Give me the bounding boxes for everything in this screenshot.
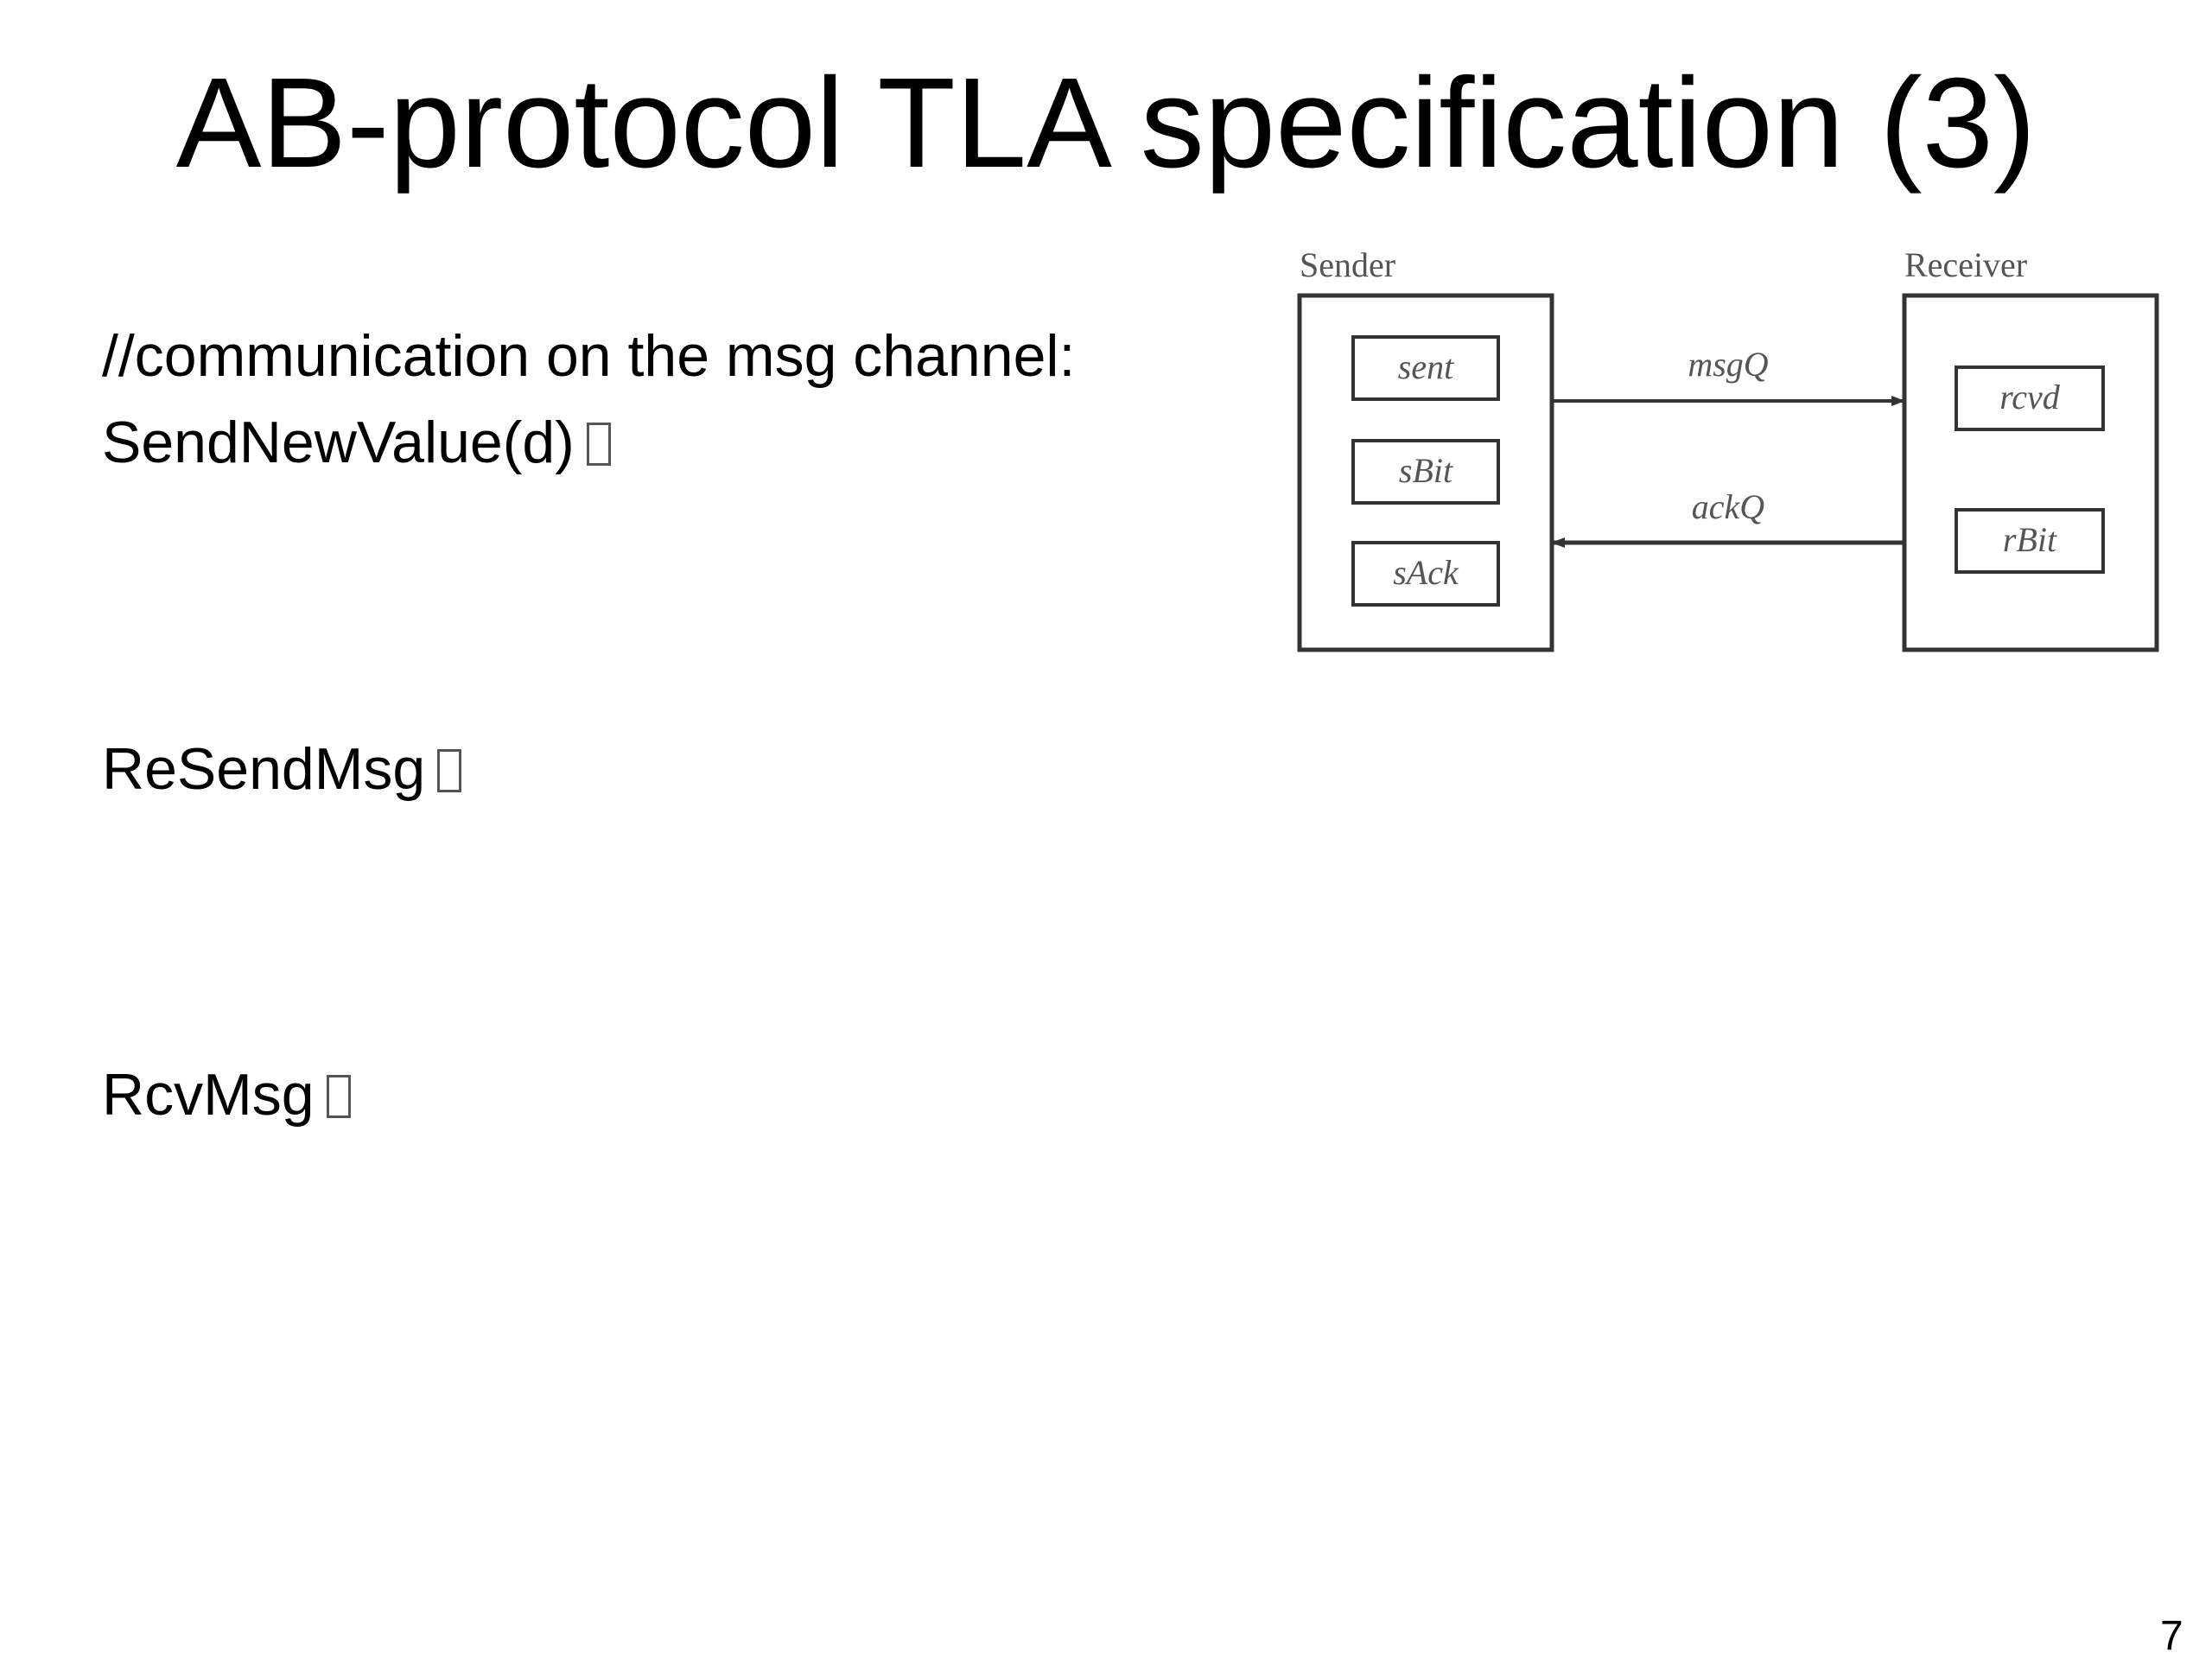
def-send-new-value: SendNewValue(d)	[102, 408, 611, 477]
protocol-diagram: Sender sent sBit sAck Receiver rcvd rBit…	[1286, 242, 2167, 665]
receiver-box	[1902, 293, 2159, 652]
var-sbit: sBit	[1399, 451, 1453, 490]
receiver-label: Receiver	[1904, 245, 2027, 284]
page-number: 7	[2160, 1613, 2183, 1659]
box-glyph-icon	[586, 423, 611, 466]
box-glyph-icon	[326, 1075, 351, 1118]
def-rcv-msg: RcvMsg	[102, 1060, 351, 1129]
channel-msgq-label: msgQ	[1688, 345, 1768, 384]
var-box-sack	[1351, 541, 1500, 607]
var-box-rcvd	[1955, 365, 2105, 431]
var-box-sbit	[1351, 439, 1500, 505]
def-resend-msg: ReSendMsg	[102, 734, 462, 804]
protocol-diagram-svg: Sender sent sBit sAck Receiver rcvd rBit…	[1297, 245, 2159, 652]
channel-ackq-label: ackQ	[1692, 487, 1765, 526]
sender-box	[1297, 293, 1554, 652]
box-glyph-icon	[437, 749, 462, 792]
var-rbit: rBit	[2003, 520, 2057, 559]
def-name: SendNewValue(d)	[102, 410, 575, 475]
def-name: ReSendMsg	[102, 736, 426, 802]
comment-line: //communication on the msg channel:	[102, 323, 1076, 389]
sender-label: Sender	[1300, 245, 1395, 284]
var-box-sent	[1351, 335, 1500, 401]
var-rcvd: rcvd	[1999, 378, 2061, 416]
def-name: RcvMsg	[102, 1062, 315, 1128]
var-box-rbit	[1955, 508, 2105, 574]
var-sent: sent	[1398, 347, 1454, 386]
slide-title: AB-protocol TLA specification (3)	[175, 52, 2037, 194]
var-sack: sAck	[1393, 553, 1459, 592]
